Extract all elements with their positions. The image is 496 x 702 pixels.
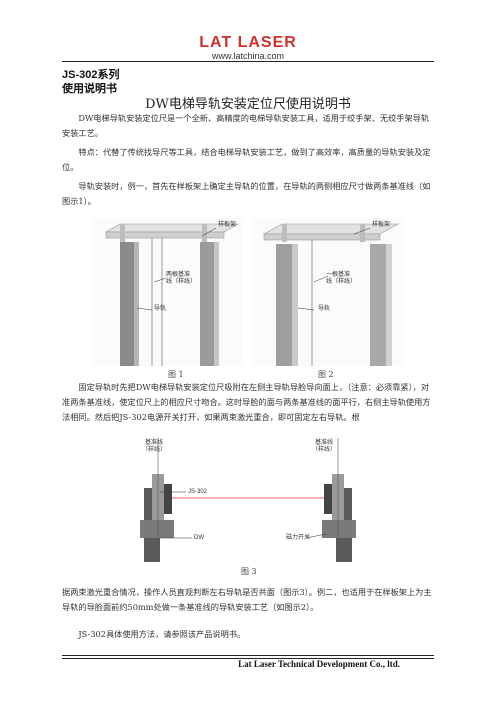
fig3-label-dw: DW bbox=[194, 535, 204, 541]
paragraph-intro: DW电梯导轨安装定位尺是一个全新、高精度的电梯导轨安装工具，适用于绞手架、无绞手… bbox=[62, 113, 430, 138]
fig3-label-magnetic-switch: 磁力开关 bbox=[286, 535, 311, 541]
paragraph-installation: 固定导轨时先把DW电梯导轨安装定位尺吸附在左侧主导轨导脸导向面上，（注意：必须靠… bbox=[62, 382, 431, 422]
series-title: JS-302系列 bbox=[62, 69, 120, 81]
logo-url: www.latchina.com bbox=[211, 51, 285, 61]
fig1-label-baseline: 两根基准 线（样线） bbox=[166, 272, 197, 285]
footer-rule-thin bbox=[62, 658, 434, 659]
header-rule bbox=[62, 61, 434, 62]
manual-label: 使用说明书 bbox=[62, 83, 117, 95]
fig3-label-js302: JS-302 bbox=[188, 489, 208, 495]
fig1-label-template: 样板架 bbox=[218, 222, 237, 228]
paragraph-example2: 据两束激光重合情况，操作人员直观判断左右导轨是否共面（图示3）。例二，也适用于在… bbox=[62, 587, 432, 612]
paragraph-reference: JS-302具体使用方法，请参照该产品说明书。 bbox=[78, 629, 246, 639]
company-logo: LAT LASER www.latchina.com bbox=[178, 34, 318, 62]
figure-3-caption: 图 3 bbox=[241, 567, 257, 576]
fig2-label-baseline: 一根基准 线（样线） bbox=[326, 272, 357, 285]
logo-text: LAT LASER bbox=[199, 34, 297, 51]
fig2-label-rail: 导轨 bbox=[318, 306, 331, 312]
figure-2 bbox=[252, 218, 404, 366]
footer-company: Lat Laser Technical Development Co., ltd… bbox=[238, 659, 400, 669]
figure-1 bbox=[92, 218, 242, 366]
figure-3 bbox=[130, 434, 366, 562]
figure-1-caption: 图 1 bbox=[168, 370, 184, 379]
figure-2-caption: 图 2 bbox=[318, 370, 334, 379]
fig1-label-rail: 导轨 bbox=[154, 306, 167, 312]
paragraph-example1: 导轨安装时，例一，首先在样板架上确定主导轨的位置，在导轨的两侧相应尺寸做两条基准… bbox=[62, 181, 431, 206]
footer-rule bbox=[62, 655, 434, 656]
fig3-label-left-baseline: 基准线 （样线） bbox=[142, 440, 167, 453]
document-title: DW电梯导轨安装定位尺使用说明书 bbox=[145, 97, 351, 112]
fig2-label-template: 样板架 bbox=[372, 222, 391, 228]
paragraph-features: 特点：代替了传统找导尺等工具，结合电梯导轨安装工艺，做到了高效率，高质量的导轨安… bbox=[62, 147, 431, 172]
fig3-label-right-baseline: 基准线 （样线） bbox=[312, 440, 337, 453]
